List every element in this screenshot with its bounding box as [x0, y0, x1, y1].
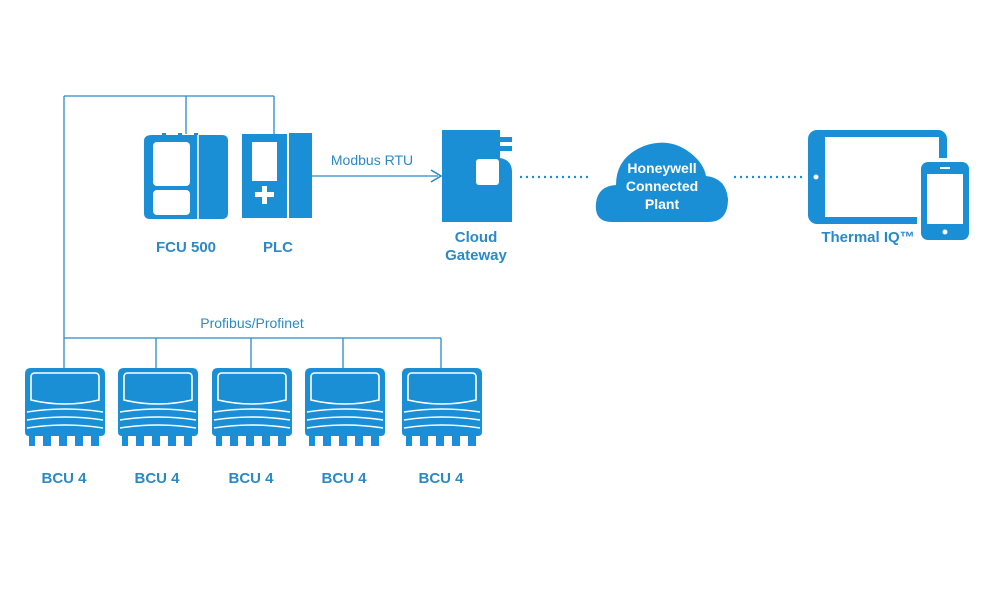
- bcu-icon: [402, 368, 482, 447]
- bcu-icon: [118, 368, 198, 447]
- profibus-label: Profibus/Profinet: [200, 315, 304, 331]
- bcu-icon: [305, 368, 385, 447]
- bcu-label: BCU 4: [228, 470, 274, 487]
- cloud-label-line2: Connected: [626, 178, 698, 194]
- fcu-500-device[interactable]: FCU 500: [144, 133, 228, 256]
- bcu-label: BCU 4: [321, 470, 367, 487]
- cloud-label-line3: Plant: [645, 196, 680, 212]
- bcu-unit[interactable]: BCU 4: [118, 368, 198, 487]
- cloud-icon: [595, 142, 728, 222]
- cloud-label-line1: Honeywell: [627, 160, 696, 176]
- bcu-unit[interactable]: BCU 4: [402, 368, 482, 487]
- bcu-label: BCU 4: [134, 470, 180, 487]
- profibus-wiring: Profibus/Profinet: [64, 315, 442, 370]
- cloud-gateway-device[interactable]: Cloud Gateway: [442, 130, 512, 264]
- tablet-phone-icon: [808, 130, 973, 242]
- thermal-iq-label: Thermal IQ™: [821, 229, 914, 246]
- thermal-iq-devices[interactable]: Thermal IQ™: [808, 130, 973, 246]
- plc-icon: [242, 133, 312, 218]
- bcu-icon: [25, 368, 105, 447]
- gateway-label-line2: Gateway: [445, 247, 507, 264]
- fcu-label: FCU 500: [156, 239, 216, 256]
- honeywell-connected-plant[interactable]: Honeywell Connected Plant: [595, 142, 728, 222]
- bcu-unit[interactable]: BCU 4: [305, 368, 385, 487]
- gateway-label-line1: Cloud: [455, 229, 498, 246]
- top-bus-wiring: [63, 95, 275, 370]
- plc-device[interactable]: PLC: [242, 133, 312, 256]
- cloud-gateway-icon: [442, 130, 512, 222]
- plc-label: PLC: [263, 239, 293, 256]
- bcu-unit[interactable]: BCU 4: [212, 368, 292, 487]
- modbus-connection: Modbus RTU: [312, 152, 443, 183]
- bcu-icon: [212, 368, 292, 447]
- bcu-label: BCU 4: [41, 470, 87, 487]
- arrow-head-icon: [430, 169, 443, 183]
- fcu-controller-icon: [144, 133, 228, 219]
- modbus-label: Modbus RTU: [331, 152, 413, 168]
- bcu-label: BCU 4: [418, 470, 464, 487]
- bcu-unit[interactable]: BCU 4: [25, 368, 105, 487]
